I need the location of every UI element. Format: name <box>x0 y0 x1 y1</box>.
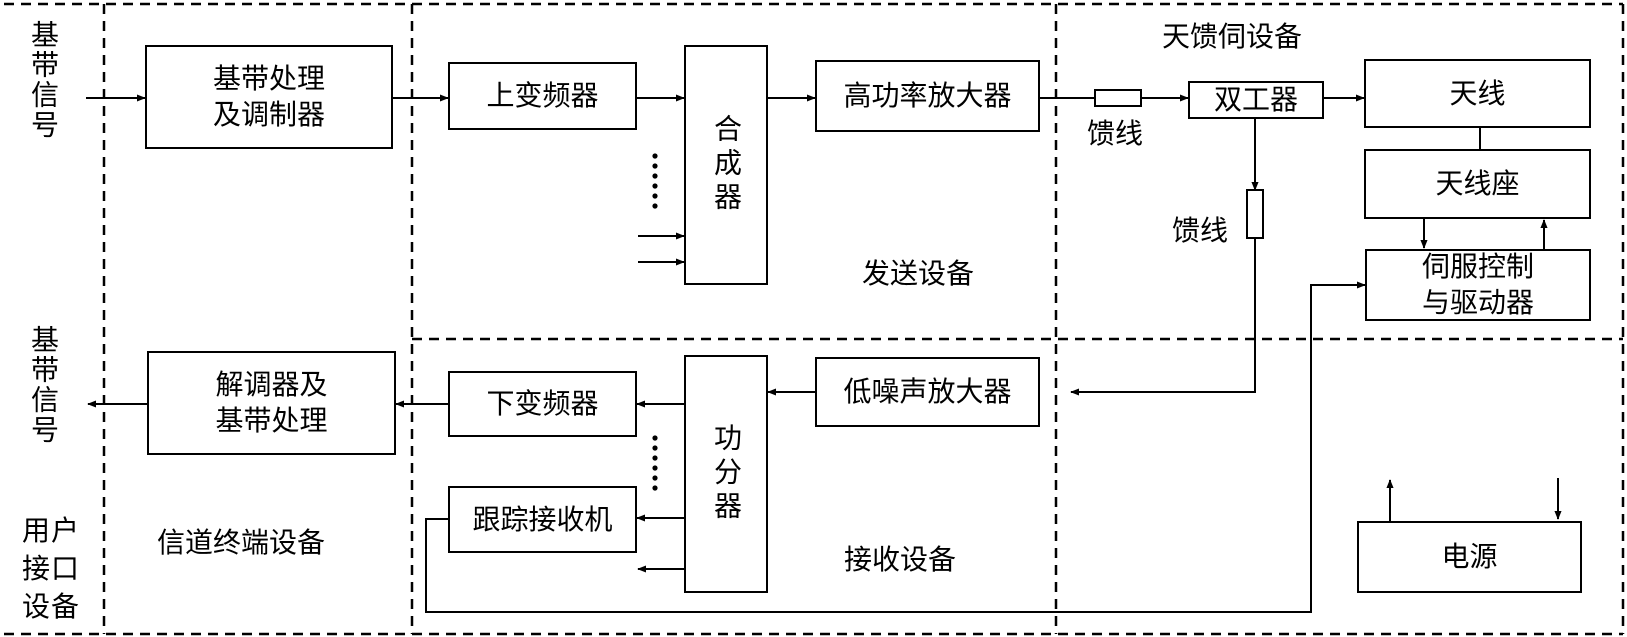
ellipsis-dot <box>652 193 658 199</box>
ellipsis-dot <box>652 445 658 451</box>
antenna-block: 天线 <box>1364 59 1591 128</box>
section-borders <box>4 2 1625 636</box>
ellipsis-dot <box>652 465 658 471</box>
tracking-receiver-block: 跟踪接收机 <box>448 486 637 553</box>
demodulator-baseband-block: 解调器及 基带处理 <box>147 351 396 455</box>
downconverter-block: 下变频器 <box>448 371 637 437</box>
ellipsis-dot <box>652 153 658 159</box>
baseband-modulator-block: 基带处理 及调制器 <box>145 45 393 149</box>
power-supply-block: 电源 <box>1357 521 1582 593</box>
ellipsis-dot <box>652 173 658 179</box>
antenna-mount-block: 天线座 <box>1364 149 1591 219</box>
feeder-symbol-vertical <box>1246 189 1264 239</box>
combiner-block: 合成器 <box>684 45 768 285</box>
baseband-signal-input-label: 基带信号 <box>27 20 60 140</box>
servo-control-driver-block: 伺服控制 与驱动器 <box>1365 249 1591 321</box>
feeder-label-vertical: 馈线 <box>1172 214 1229 247</box>
high-power-amplifier-block: 高功率放大器 <box>815 60 1040 132</box>
ellipsis-dot <box>652 485 658 491</box>
ellipsis-dot <box>652 435 658 441</box>
ellipsis-dot <box>652 475 658 481</box>
combiner-label: 合成器 <box>710 114 743 216</box>
ellipsis-dot <box>652 203 658 209</box>
channel-ellipsis <box>652 153 658 491</box>
baseband-signal-output-label: 基带信号 <box>27 325 60 445</box>
ellipsis-dot <box>652 455 658 461</box>
power-splitter-label: 功分器 <box>710 423 743 525</box>
low-noise-amplifier-block: 低噪声放大器 <box>815 357 1040 427</box>
section-label-channel-terminal: 信道终端设备 <box>157 526 326 559</box>
connections <box>86 94 1562 613</box>
feeder-label-horizontal: 馈线 <box>1087 117 1144 150</box>
section-label-transmit: 发送设备 <box>862 257 975 290</box>
upconverter-block: 上变频器 <box>448 62 637 130</box>
ellipsis-dot <box>652 183 658 189</box>
feeder-symbol-horizontal <box>1094 89 1142 107</box>
ellipsis-dot <box>652 163 658 169</box>
section-label-user-interface: 用户接口设备 <box>22 514 81 623</box>
section-label-receive: 接收设备 <box>844 543 957 576</box>
section-label-antenna-feed-servo: 天馈伺设备 <box>1162 20 1303 53</box>
power-splitter-block: 功分器 <box>684 355 768 593</box>
diplexer-block: 双工器 <box>1188 81 1324 119</box>
